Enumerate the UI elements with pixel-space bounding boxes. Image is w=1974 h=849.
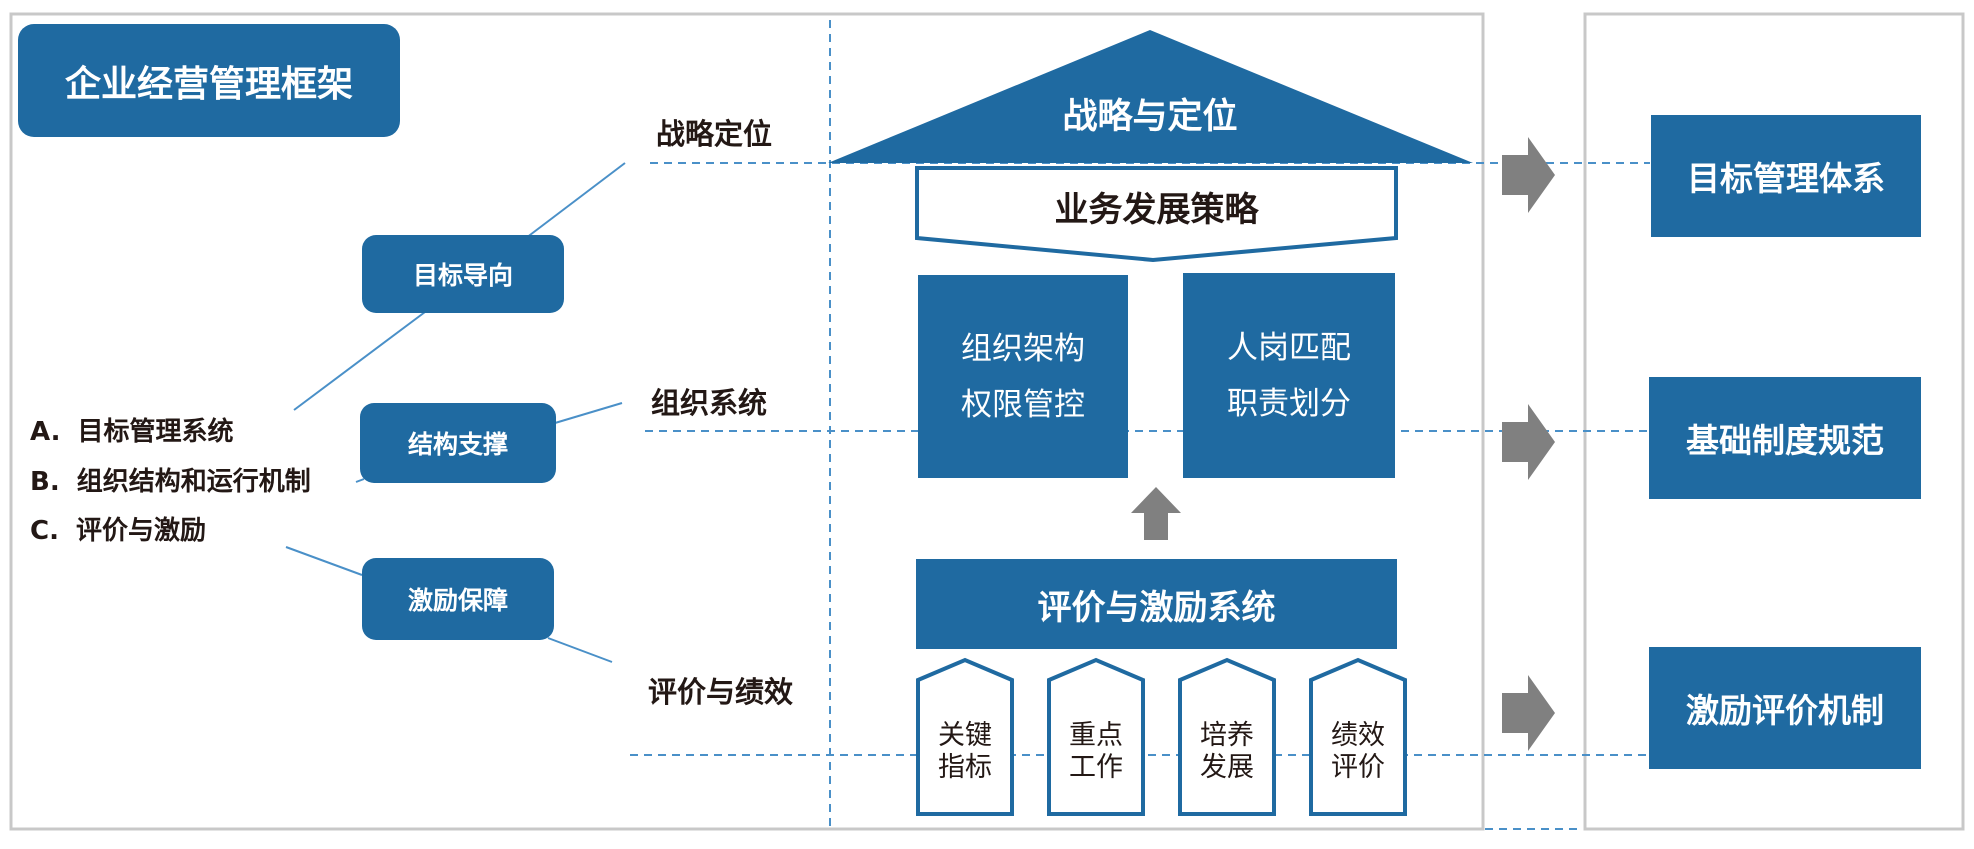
pillar-goal-box: 目标导向 xyxy=(362,235,564,313)
pillar-label-4: 绩效 评价 xyxy=(1311,690,1405,814)
pillar-incentive-box: 激励保障 xyxy=(362,558,554,640)
legend-text-a: 目标管理系统 xyxy=(77,417,234,447)
connector-incentive-to-evaluation xyxy=(547,637,613,663)
legend-item-c: C. 评价与激励 xyxy=(30,510,206,547)
org-structure-line-1: 组织架构 xyxy=(961,330,1085,367)
connector-structure-to-organization xyxy=(554,402,623,424)
connector-legend-to-structure xyxy=(355,478,365,483)
business-strategy-banner xyxy=(915,166,1398,263)
pillar-label-3-line-2: 发展 xyxy=(1200,752,1254,783)
pillar-shape-4 xyxy=(1309,657,1407,816)
pillar-structure-box: 结构支撑 xyxy=(360,403,556,483)
pillar-label-1: 关键 指标 xyxy=(918,690,1012,814)
legend-label-b: B. xyxy=(30,467,60,497)
legend-item-a: A. 目标管理系统 xyxy=(30,411,234,448)
right-arrow-icon-3 xyxy=(1502,675,1555,751)
roof-label: 战略与定位 xyxy=(1062,96,1238,137)
right-arrow-icon-1 xyxy=(1502,137,1555,213)
pillar-label-4-line-2: 评价 xyxy=(1331,752,1385,783)
pillar-label-2: 重点 工作 xyxy=(1049,690,1143,814)
pillar-label-3: 培养 发展 xyxy=(1180,690,1274,814)
pillar-shape-2 xyxy=(1047,657,1145,816)
org-structure-line-2: 权限管控 xyxy=(961,386,1085,423)
roof-triangle xyxy=(828,30,1473,163)
output-goal-system: 目标管理体系 xyxy=(1651,115,1921,237)
role-match-block: 人岗匹配 职责划分 xyxy=(1183,273,1395,478)
connector-legend-to-incentive xyxy=(285,546,363,576)
connector-legend-to-goal xyxy=(293,311,426,411)
right-arrow-icon-2 xyxy=(1502,404,1555,480)
output-frame xyxy=(1583,12,1965,831)
legend-label-c: C. xyxy=(30,516,59,546)
pillar-label-4-line-1: 绩效 xyxy=(1331,720,1385,751)
pillar-label-3-line-1: 培养 xyxy=(1200,720,1254,751)
level-label-organization: 组织系统 xyxy=(651,386,768,420)
role-match-line-1: 人岗匹配 xyxy=(1227,329,1351,366)
legend-item-b: B. 组织结构和运行机制 xyxy=(30,461,311,498)
business-strategy-label: 业务发展策略 xyxy=(1054,189,1259,230)
level-label-evaluation: 评价与绩效 xyxy=(648,675,794,709)
pillar-label-1-line-1: 关键 xyxy=(938,720,992,751)
up-arrow-icon xyxy=(1131,487,1181,540)
pillar-shape-3 xyxy=(1178,657,1276,816)
pillar-label-2-line-2: 工作 xyxy=(1069,752,1123,783)
pillar-label-1-line-2: 指标 xyxy=(938,752,992,783)
evaluation-system-bar: 评价与激励系统 xyxy=(916,559,1397,649)
main-frame xyxy=(9,12,1485,831)
page-title: 企业经营管理框架 xyxy=(18,24,400,137)
output-incentive-mechanism: 激励评价机制 xyxy=(1649,647,1921,769)
legend-text-b: 组织结构和运行机制 xyxy=(76,467,311,497)
level-label-strategy: 战略定位 xyxy=(656,117,773,151)
role-match-line-2: 职责划分 xyxy=(1227,385,1351,422)
legend-text-c: 评价与激励 xyxy=(76,516,207,546)
org-structure-block: 组织架构 权限管控 xyxy=(918,275,1128,478)
output-base-rules: 基础制度规范 xyxy=(1649,377,1921,499)
connector-goal-to-strategy xyxy=(525,162,626,239)
pillar-shape-1 xyxy=(916,657,1014,816)
legend-label-a: A. xyxy=(30,417,61,447)
pillar-label-2-line-1: 重点 xyxy=(1069,720,1123,751)
